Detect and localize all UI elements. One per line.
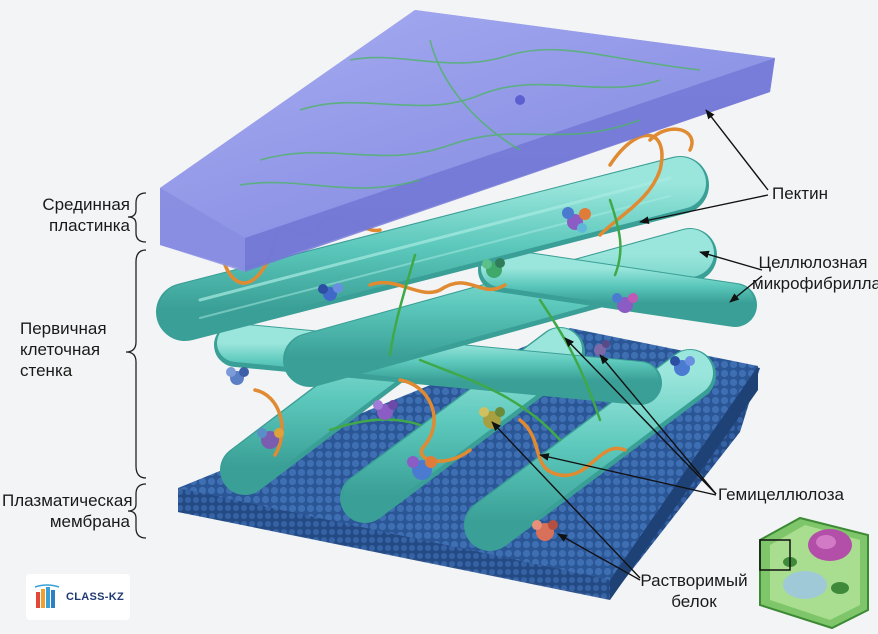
arrow-protein-1 [491,421,641,579]
arrow-hemicellulose-1 [564,337,717,495]
arrow-hemicellulose-2 [539,453,717,496]
arrow-pectin-strand [639,194,769,225]
label-primary-wall-line1: Первичная [20,319,107,338]
label-primary-wall-line2: клеточная [20,340,101,359]
callout-arrows [491,109,769,581]
plant-cell-inset [759,516,869,630]
bracket-middle-lamella [127,192,147,243]
protein-cluster [670,356,695,376]
books-icon [34,584,60,608]
protein-cluster [407,456,437,480]
label-plasma-membrane-line1: Плазматическая [2,491,133,510]
protein-cluster [612,293,638,313]
label-cellulose-microfibril: Целлюлозная микрофибрилла [752,252,878,294]
arrow-fibril-2 [729,275,763,303]
label-middle-lamella: Срединная пластинка [12,194,130,236]
label-plasma-membrane: Плазматическая мембрана [2,490,133,532]
hemicellulose-strands [328,198,622,442]
label-soluble-protein-line1: Растворимый [640,571,748,590]
arrow-protein-2 [557,533,641,581]
label-cellulose-microfibril-line2: микрофибрилла [752,274,878,293]
label-primary-wall: Первичная клеточная стенка [20,318,107,381]
cellulose-microfibrils-middle [214,228,757,405]
bracket-plasma-membrane [127,483,147,539]
protein-cluster [373,400,398,420]
bracket-primary-wall [125,249,147,479]
protein-cluster [594,340,610,356]
protein-cluster [482,258,505,278]
label-hemicellulose: Гемицеллюлоза [718,485,844,504]
arrow-fibril-1 [699,250,763,271]
arrow-hemicellulose-3 [599,354,717,495]
label-cellulose-microfibril-line1: Целлюлозная [758,253,868,272]
label-soluble-protein: Растворимый белок [636,570,752,612]
cellulose-microfibril-top [156,156,709,341]
class-kz-logo: CLASS-KZ [26,574,130,620]
label-primary-wall-line3: стенка [20,361,73,380]
label-plasma-membrane-line2: мембрана [49,512,130,531]
label-middle-lamella-line2: пластинка [48,216,130,235]
label-pectin: Пектин [772,184,828,203]
label-soluble-protein-line2: белок [671,592,717,611]
protein-cluster [318,283,343,301]
middle-lamella-plate [160,10,775,272]
protein-cluster [562,207,591,233]
label-brackets [125,192,147,539]
inset-zoom-box [759,539,791,571]
protein-cluster [532,520,558,541]
logo-text: CLASS-KZ [66,591,125,603]
protein-cluster [226,367,249,385]
protein-cluster [257,428,284,449]
soluble-proteins [226,207,695,541]
label-middle-lamella-line1: Срединная [42,195,130,214]
arrow-pectin-plate [705,109,769,191]
